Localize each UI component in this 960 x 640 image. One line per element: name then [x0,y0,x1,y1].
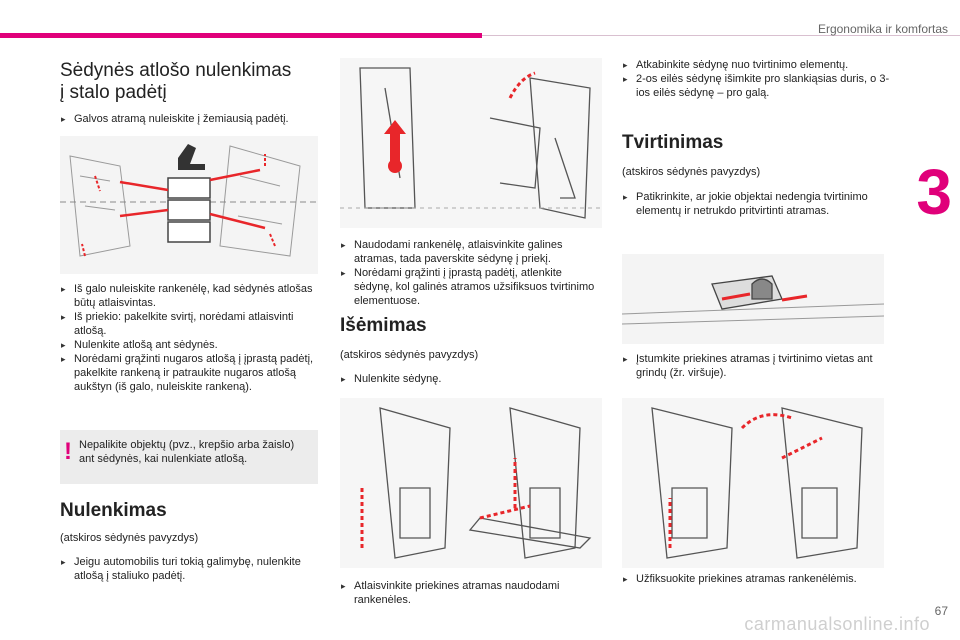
warning-icon: ! [64,438,72,465]
bullet-release-front-supports: Atlaisvinkite priekines atramas naudodam… [340,579,602,607]
subtitle-tvirtinimas: (atskiros sėdynės pavyzdys) [622,166,761,178]
bullet-fold-seat: Nulenkite sėdynę. [340,372,602,386]
bullet-push-supports: Įstumkite priekines atramas į tvirtinimo… [622,352,882,380]
bullet-fold-back: Nulenkite atlošą ant sėdynės. [60,338,322,352]
subtitle-isemimas: (atskiros sėdynės pavyzdys) [340,349,479,361]
bullet-restore-seat: Norėdami grąžinti į įprastą padėtį, atle… [340,266,602,308]
bullet-table-position: Jeigu automobilis turi tokią galimybę, n… [60,555,322,583]
bullet-list-detach: Atkabinkite sėdynę nuo tvirtinimo elemen… [622,58,892,100]
bullet-headrest: Galvos atramą nuleiskite į žemiausią pad… [60,112,320,126]
watermark: carmanualsonline.info [744,614,930,634]
bullet-list-intro: Galvos atramą nuleiskite į žemiausią pad… [60,112,320,126]
heading-table-position: Sėdynės atlošo nulenkimas į stalo padėtį [60,60,291,104]
bullet-list-nulenkimas: Jeigu automobilis turi tokią galimybę, n… [60,555,322,583]
bullet-release-front: Iš priekio: pakelkite svirtį, norėdami a… [60,310,322,338]
bullet-lock-supports: Užfiksuokite priekines atramas rankenėlė… [622,572,882,586]
bullet-restore-back: Norėdami grąžinti nugaros atlošą į įpras… [60,352,322,394]
heading-line-2: į stalo padėtį [60,82,167,103]
page-number: 67 [934,604,948,618]
subtitle-nulenkimas: (atskiros sėdynės pavyzdys) [60,532,199,544]
bullet-list-supports: Naudodami rankenėlę, atlaisvinkite galin… [340,238,602,308]
bullet-release-rear: Iš galo nuleiskite rankenėlę, kad sėdynė… [60,282,322,310]
header-accent-bar [0,33,482,38]
bullet-list-lock: Užfiksuokite priekines atramas rankenėlė… [622,572,882,586]
bullet-check-anchors: Patikrinkite, ar jokie objektai nedengia… [622,190,882,218]
heading-nulenkimas: Nulenkimas [60,500,167,521]
bullet-list-fold: Iš galo nuleiskite rankenėlę, kad sėdynė… [60,282,322,394]
illustration-rear-supports [340,58,602,228]
bullet-list-check: Patikrinkite, ar jokie objektai nedengia… [622,190,882,218]
chapter-number: 3 [916,156,952,228]
section-title: Ergonomika ir komfortas [817,22,948,36]
bullet-list-front: Atlaisvinkite priekines atramas naudodam… [340,579,602,607]
bullet-detach: Atkabinkite sėdynę nuo tvirtinimo elemen… [622,58,892,72]
bullet-list-isemimas: Nulenkite sėdynę. [340,372,602,386]
warning-text: Nepalikite objektų (pvz., krepšio arba ž… [79,439,295,465]
header-rule [482,35,960,36]
bullet-list-push: Įstumkite priekines atramas į tvirtinimo… [622,352,882,380]
illustration-floor-anchor [622,254,884,344]
heading-isemimas: Išėmimas [340,315,427,336]
illustration-front-supports [340,398,602,568]
warning-note: ! Nepalikite objektų (pvz., krepšio arba… [60,430,318,484]
heading-line-1: Sėdynės atlošo nulenkimas [60,60,292,81]
illustration-seat-release [60,136,318,274]
heading-tvirtinimas: Tvirtinimas [622,132,724,153]
illustration-lock-supports [622,398,884,568]
bullet-remove-row: 2-os eilės sėdynę išimkite pro slankiąsi… [622,72,892,100]
bullet-release-supports: Naudodami rankenėlę, atlaisvinkite galin… [340,238,602,266]
